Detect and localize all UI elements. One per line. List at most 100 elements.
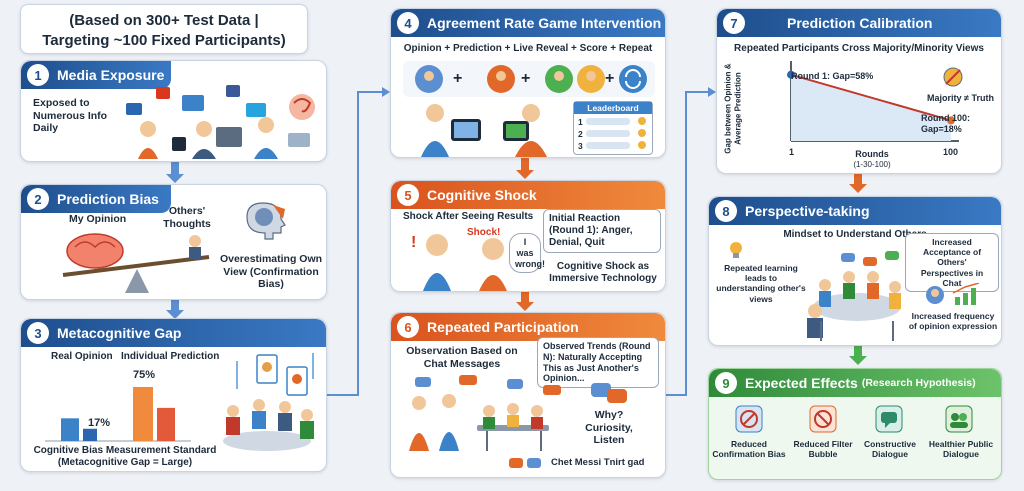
reduced-filter-bubble-icon [809, 405, 837, 433]
shocked-people-illustration: ! [411, 234, 507, 291]
section-7-header: 7 Prediction Calibration [717, 9, 1001, 37]
section-6-header: 6 Repeated Participation [391, 313, 665, 341]
individual-prediction-label: Individual Prediction [121, 351, 220, 362]
x-axis-range: (1-30-100) [853, 160, 891, 169]
chat-group-illustration [409, 375, 561, 451]
section-8-header: 8 Perspective-taking [709, 197, 1001, 225]
game-steps-row [403, 61, 655, 97]
section-4-number: 4 [397, 12, 419, 34]
leaderboard-rows [586, 117, 646, 149]
section-7-number: 7 [723, 12, 745, 34]
title-line-2: Targeting ~100 Fixed Participants) [42, 32, 286, 49]
seesaw-illustration [62, 233, 210, 293]
section-1-title: Media Exposure [57, 67, 165, 83]
plus-1: + [453, 70, 463, 87]
tablet-players-illustration [421, 104, 547, 157]
chat-message-icons [509, 458, 541, 468]
leaderboard-rank-2: 2 [578, 129, 583, 139]
section-6-number: 6 [397, 316, 419, 338]
increased-frequency-text: Increased frequency of opinion expressio… [908, 311, 998, 332]
others-thoughts-label: Others' Thoughts [163, 205, 211, 230]
team-screens-illustration [223, 353, 314, 451]
pct-17-label: 17% [88, 417, 111, 429]
lightbulb-icon [730, 242, 742, 258]
speech-bubbles-icon [591, 383, 627, 403]
title-line-1: (Based on 300+ Test Data | [69, 12, 259, 29]
why-curiosity-label: Why? Curiosity, Listen [585, 409, 633, 447]
i-was-wrong-bubble: I was wrong! [509, 233, 545, 274]
cognitive-bias-standard-label: Cognitive Bias Measurement Standard [33, 445, 217, 456]
effect-constructive-dialogue: Constructive Dialogue [864, 439, 916, 460]
pct-75-label: 75% [133, 369, 156, 381]
real-opinion-bar-b [83, 428, 97, 441]
discussion-table-illustration [807, 251, 901, 341]
real-opinion-bar-a [61, 418, 79, 441]
calibration-subtitle: Repeated Participants Cross Majority/Min… [734, 43, 984, 54]
initial-reaction-box: Initial Reaction (Round 1): Anger, Denia… [543, 209, 661, 253]
section-9-title: Expected Effects [745, 375, 858, 391]
section-expected-effects: 9 Expected Effects (Research Hypothesis)… [708, 368, 1002, 480]
leaderboard-rank-1: 1 [578, 117, 583, 127]
x-axis-tick-1: 1 [789, 147, 795, 157]
calibration-line-chart [787, 61, 959, 142]
overestimating-label: Overestimating Own View (Confirmation Bi… [219, 253, 323, 291]
healthier-public-dialogue-icon [945, 405, 973, 433]
round-100-annotation: Round 100: Gap=18% [921, 113, 971, 134]
individual-prediction-bar-b [157, 407, 175, 441]
constructive-dialogue-icon [875, 405, 903, 433]
media-exposure-text: Exposed to Numerous Info Daily [33, 97, 108, 135]
section-agreement-rate-game: 4 Agreement Rate Game Intervention Opini… [390, 8, 666, 158]
title-box: (Based on 300+ Test Data | Targeting ~10… [20, 4, 308, 54]
section-prediction-bias: 2 Prediction Bias My Opinion Others' Tho… [20, 184, 327, 300]
x-axis-label: Rounds [855, 149, 889, 159]
majority-not-truth-icon [943, 67, 963, 87]
section-media-exposure: 1 Media Exposure Exposed to Numerous Inf… [20, 60, 327, 162]
leaderboard-panel: Leaderboard 1 2 3 [573, 101, 653, 155]
game-step-avatars [415, 65, 647, 93]
section-3-title: Metacognitive Gap [57, 325, 182, 341]
effect-reduced-confirmation-bias: Reduced Confirmation Bias [712, 439, 786, 460]
individual-prediction-bar-a [133, 387, 153, 441]
effect-reduced-filter-bubble: Reduced Filter Bubble [793, 439, 853, 460]
plus-2: + [521, 70, 531, 87]
section-2-header: 2 Prediction Bias [21, 185, 171, 213]
section-repeated-participation: 6 Repeated Participation Observation Bas… [390, 312, 666, 478]
section-9-number: 9 [715, 372, 737, 394]
metacognitive-gap-large-label: (Metacognitive Gap = Large) [57, 457, 193, 468]
section-2-number: 2 [27, 188, 49, 210]
x-axis-tick-100: 100 [943, 147, 959, 157]
leaderboard-rank-3: 3 [578, 141, 583, 151]
calibration-point-round-100 [947, 116, 955, 125]
shock-after-results-text: Shock After Seeing Results [403, 211, 534, 222]
observation-label: Observation Based on Chat Messages [406, 345, 518, 370]
calibration-series-line [790, 73, 952, 122]
immersive-tech-label: Cognitive Shock as Immersive Technology [549, 261, 657, 284]
round-1-annotation: Round 1: Gap=58% [791, 71, 874, 81]
section-5-title: Cognitive Shock [427, 187, 537, 203]
section-9-hypothesis: (Research Hypothesis) [861, 377, 976, 389]
section-prediction-calibration: 7 Prediction Calibration Repeated Partic… [716, 8, 1002, 174]
media-people-illustration [126, 85, 315, 159]
section-5-number: 5 [397, 184, 419, 206]
real-opinion-label: Real Opinion [51, 351, 113, 362]
section-8-number: 8 [715, 200, 737, 222]
repeated-learning-text: Repeated learning leads to understanding… [716, 263, 806, 304]
section-cognitive-shock: 5 Cognitive Shock Shock After Seeing Res… [390, 180, 666, 292]
chat-message-text: Chet Messi Tnirt gad [551, 457, 645, 468]
section-9-header: 9 Expected Effects (Research Hypothesis) [709, 369, 1001, 397]
observed-trends-box: Observed Trends (Round N): Naturally Acc… [537, 337, 659, 389]
section-4-header: 4 Agreement Rate Game Intervention [391, 9, 665, 37]
section-6-title: Repeated Participation [427, 319, 579, 335]
majority-not-truth-label: Majority ≠ Truth [927, 93, 994, 103]
calibration-point-round-1 [787, 70, 795, 79]
section-5-header: 5 Cognitive Shock [391, 181, 665, 209]
section-3-header: 3 Metacognitive Gap [21, 319, 326, 347]
metacognitive-bar-chart [45, 387, 191, 442]
reduced-confirmation-bias-icon [735, 405, 763, 433]
my-opinion-label: My Opinion [69, 213, 127, 225]
section-7-title: Prediction Calibration [787, 15, 933, 31]
svg-text:!: ! [411, 234, 416, 251]
increased-acceptance-box: Increased Acceptance of Others' Perspect… [905, 233, 999, 292]
growth-chart-icon [926, 283, 980, 305]
